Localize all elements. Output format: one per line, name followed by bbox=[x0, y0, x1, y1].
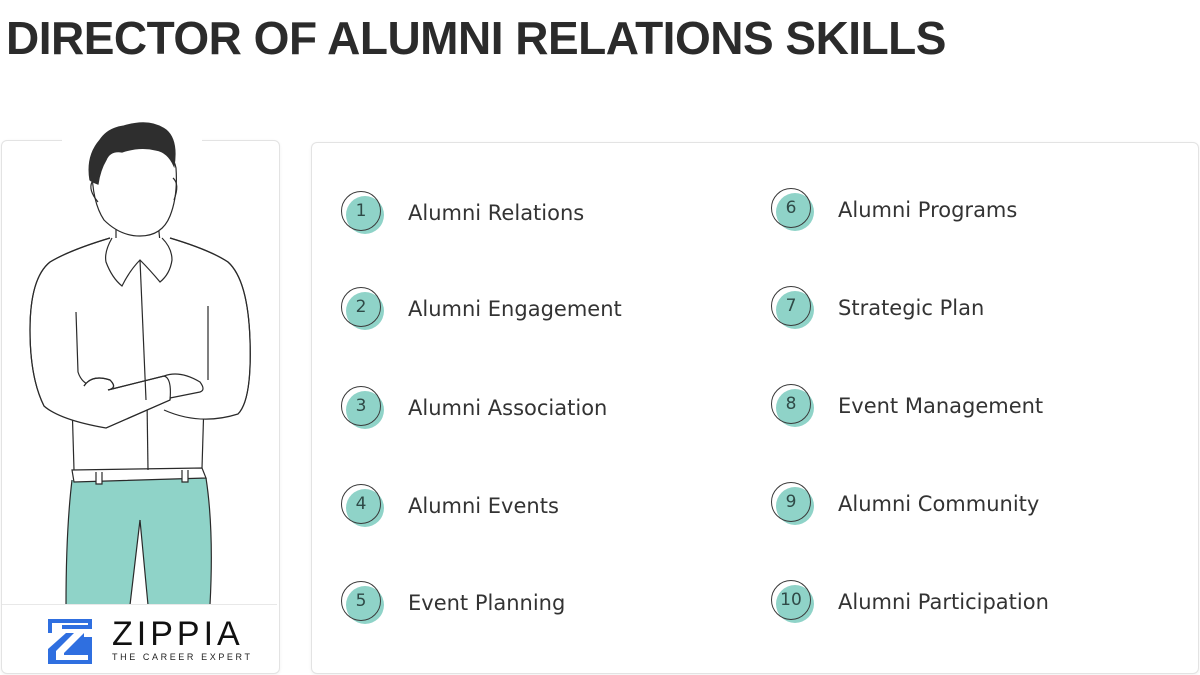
skill-label: Alumni Engagement bbox=[408, 297, 622, 321]
zippia-z-icon bbox=[48, 619, 92, 664]
skill-label: Strategic Plan bbox=[838, 296, 985, 320]
skill-label: Alumni Relations bbox=[408, 201, 585, 225]
skill-item: 1 Alumni Relations bbox=[338, 188, 584, 238]
logo-tagline: THE CAREER EXPERT bbox=[112, 652, 253, 662]
skills-card bbox=[311, 142, 1199, 674]
skill-item: 3 Alumni Association bbox=[338, 383, 607, 433]
number-badge: 8 bbox=[768, 381, 818, 431]
skill-item: 7 Strategic Plan bbox=[768, 283, 984, 333]
skill-label: Alumni Events bbox=[408, 494, 559, 518]
number-badge: 2 bbox=[338, 284, 388, 334]
skill-label: Alumni Community bbox=[838, 492, 1040, 516]
skill-label: Event Planning bbox=[408, 591, 566, 615]
skill-item: 8 Event Management bbox=[768, 381, 1043, 431]
skill-label: Alumni Participation bbox=[838, 590, 1049, 614]
skill-item: 5 Event Planning bbox=[338, 578, 565, 628]
skill-label: Alumni Programs bbox=[838, 198, 1018, 222]
skill-label: Alumni Association bbox=[408, 396, 608, 420]
number-badge: 3 bbox=[338, 383, 388, 433]
skill-item: 9 Alumni Community bbox=[768, 479, 1039, 529]
number-badge: 1 bbox=[338, 188, 388, 238]
number-badge: 7 bbox=[768, 283, 818, 333]
skill-item: 6 Alumni Programs bbox=[768, 185, 1017, 235]
number-badge: 5 bbox=[338, 578, 388, 628]
skill-item: 2 Alumni Engagement bbox=[338, 284, 622, 334]
number-badge: 4 bbox=[338, 481, 388, 531]
skill-label: Event Management bbox=[838, 394, 1044, 418]
skill-item: 4 Alumni Events bbox=[338, 481, 559, 531]
number-badge: 9 bbox=[768, 479, 818, 529]
man-with-crossed-arms-icon bbox=[0, 110, 280, 605]
number-badge: 10 bbox=[768, 577, 818, 627]
logo-wordmark: ZIPPIA bbox=[112, 615, 244, 653]
page-title: DIRECTOR OF ALUMNI RELATIONS SKILLS bbox=[6, 12, 946, 64]
number-badge: 6 bbox=[768, 185, 818, 235]
skill-item: 10 Alumni Participation bbox=[768, 577, 1049, 627]
zippia-logo: ZIPPIA THE CAREER EXPERT bbox=[2, 604, 277, 672]
